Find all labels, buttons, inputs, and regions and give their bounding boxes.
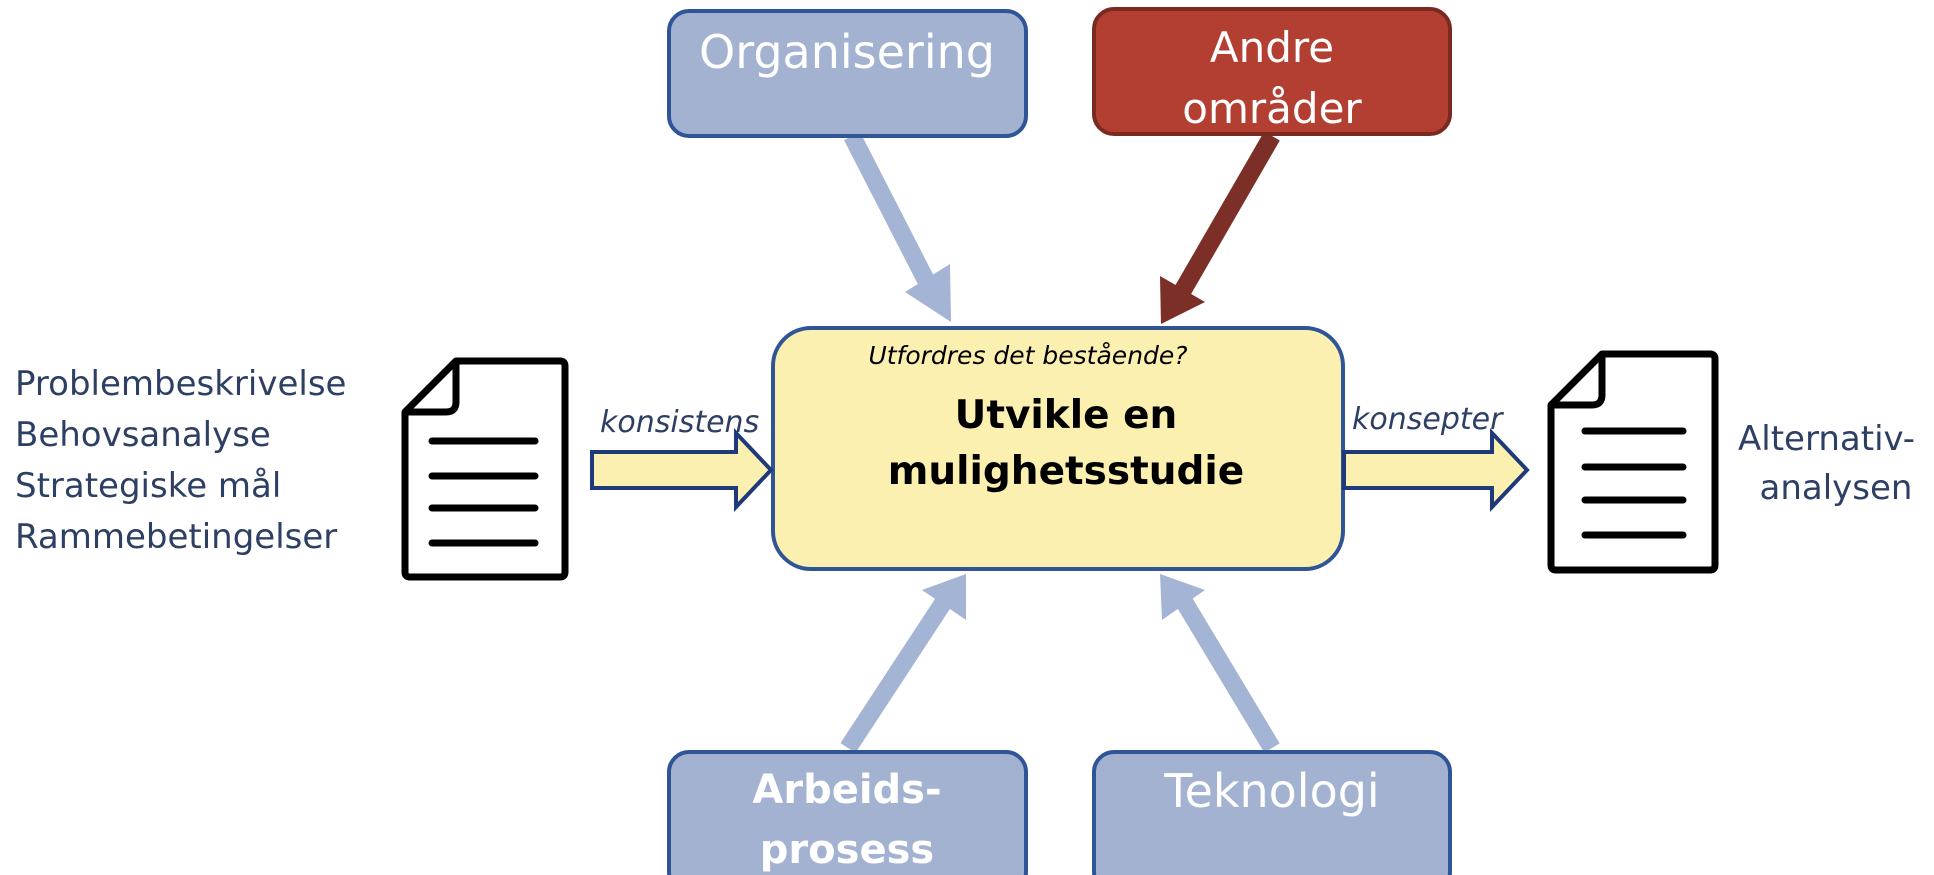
box-arbeidsprosess-label-line1: Arbeids- <box>752 767 941 813</box>
arrowhead-organisering <box>905 264 951 322</box>
box-organisering-shape <box>667 9 1028 138</box>
flow-label-konsepter: konsepter <box>1352 402 1504 437</box>
center-question: Utfordres det bestående? <box>868 341 1187 370</box>
arrowhead-arbeidsprosess <box>922 574 966 620</box>
box-andre-omrader-label-line1: Andre <box>1210 23 1334 72</box>
arrow-organisering <box>843 131 940 295</box>
arrow-arbeidsprosess <box>840 595 953 753</box>
center-box: Utfordres det bestående? Utvikle en muli… <box>771 326 1345 571</box>
input-item-behovsanalyse: Behovsanalyse <box>15 415 271 455</box>
box-andre-omrader-shape <box>1092 7 1452 136</box>
input-list: Problembeskrivelse Behovsanalyse Strateg… <box>15 364 346 557</box>
flow-arrow-out <box>1342 427 1530 513</box>
input-item-strategiske-mal: Strategiske mål <box>15 466 281 506</box>
arrowhead-andre-omrader <box>1160 276 1205 324</box>
box-arbeidsprosess-shape <box>667 750 1028 875</box>
input-item-rammebetingelser: Rammebetingelser <box>15 517 337 557</box>
center-title-line1: Utvikle en <box>955 393 1178 438</box>
output-label-line1: Alternativ- <box>1738 419 1915 459</box>
box-organisering-label: Organisering <box>699 25 995 79</box>
output-label: Alternativ- analysen <box>1738 419 1915 508</box>
box-andre-omrader-label-line2: områder <box>1182 84 1362 133</box>
box-arbeidsprosess: Arbeids- prosess <box>667 750 1028 875</box>
flow-label-konsistens: konsistens <box>600 405 759 440</box>
box-teknologi: Teknologi <box>1092 750 1452 875</box>
document-icon <box>1547 350 1719 574</box>
output-label-line2: analysen <box>1760 468 1913 508</box>
arrowhead-teknologi <box>1160 574 1205 620</box>
arrow-andre-omrader <box>1175 131 1280 295</box>
input-item-problembeskrivelse: Problembeskrivelse <box>15 364 346 404</box>
box-organisering: Organisering <box>667 9 1028 138</box>
box-teknologi-label: Teknologi <box>1163 764 1379 818</box>
box-arbeidsprosess-label-line2: prosess <box>760 827 934 873</box>
arrow-teknologi <box>1175 595 1280 753</box>
box-teknologi-shape <box>1092 750 1452 875</box>
flow-arrow-in <box>590 427 774 513</box>
input-arrows <box>840 131 1280 753</box>
document-icon <box>401 357 569 581</box>
box-andre-omrader: Andre områder <box>1092 7 1452 136</box>
center-box-shape <box>771 326 1345 571</box>
center-title-line2: mulighetsstudie <box>888 449 1244 494</box>
